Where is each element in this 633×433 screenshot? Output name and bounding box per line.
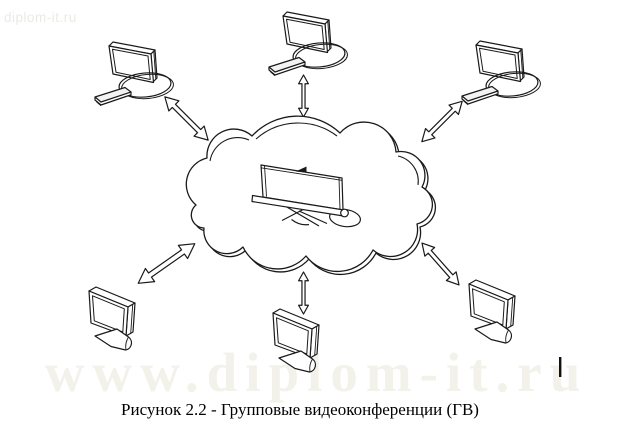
workstation-top-left <box>94 41 176 107</box>
workstation-top-center <box>268 11 350 77</box>
cursor-mark <box>559 357 562 377</box>
link-arrow-top-right <box>416 96 468 147</box>
link-arrow-bottom-right <box>416 238 465 290</box>
workstation-top-right <box>461 40 543 106</box>
camera-icon <box>295 166 307 173</box>
watermark-top-left: diplom-it.ru <box>4 10 77 25</box>
link-arrow-bottom-center <box>298 271 309 315</box>
display-bottom-right <box>468 279 516 344</box>
tripod-legs <box>281 205 328 227</box>
figure-caption: Рисунок 2.2 - Групповые видеоконференции… <box>121 400 479 419</box>
display-bottom-center <box>272 308 320 373</box>
link-arrow-bottom-left <box>132 236 201 291</box>
link-arrow-top-left <box>159 91 214 146</box>
conference-presentation-screen <box>251 164 361 228</box>
cloud-inner-sketch-lines <box>209 122 419 186</box>
display-bottom-left <box>88 286 136 351</box>
link-arrow-top-center <box>298 74 309 118</box>
